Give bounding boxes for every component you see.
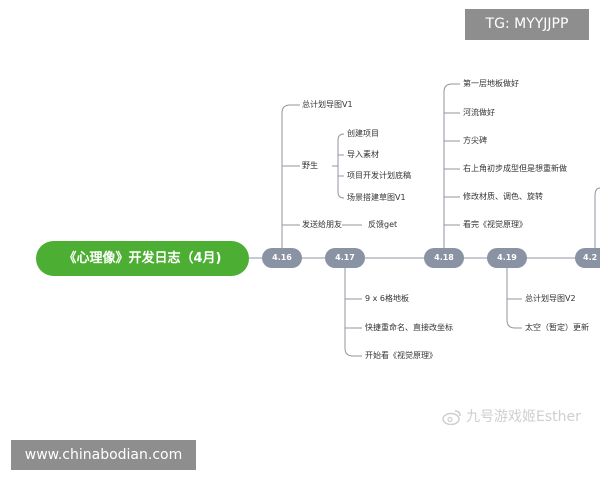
node-418-3: 右上角初步成型但是想重新做 <box>463 164 567 173</box>
watermark-telegram: TG: MYYJJPP <box>465 9 589 40</box>
node-417-0: 9 x 6格地板 <box>365 294 409 303</box>
date-node-416: 4.16 <box>262 248 302 268</box>
date-node-418: 4.18 <box>424 248 464 268</box>
node-416-child-2: 项目开发计划底稿 <box>347 171 411 180</box>
date-node-next: 4.2 <box>575 248 600 268</box>
node-418-2: 方尖碑 <box>463 136 487 145</box>
node-416-child-1: 导入素材 <box>347 150 379 159</box>
node-418-1: 河流做好 <box>463 108 495 117</box>
node-419-0: 总计划导图V2 <box>525 294 576 303</box>
date-node-417: 4.17 <box>325 248 365 268</box>
node-417-2: 开始看《视觉原理》 <box>365 351 437 360</box>
node-416-child-0: 创建项目 <box>347 129 379 138</box>
node-416-child-3: 场景搭建草图V1 <box>347 193 406 202</box>
connector-next <box>594 187 600 248</box>
node-418-0: 第一层地板做好 <box>463 79 519 88</box>
connector-yesheng-children <box>332 133 345 199</box>
weibo-icon <box>442 410 461 425</box>
node-416-fankui: 反馈get <box>368 220 398 229</box>
connector-416 <box>281 104 300 248</box>
watermark-site: www.chinabodian.com <box>11 440 196 470</box>
node-417-1: 快捷重命名、直接改坐标 <box>365 323 453 332</box>
watermark-weibo-text: 九号游戏姬Esther <box>466 409 581 425</box>
connector-418 <box>443 83 460 248</box>
node-416-fasong: 发送给朋友 <box>302 220 342 229</box>
date-node-419: 4.19 <box>487 248 527 268</box>
connector-417 <box>344 268 362 357</box>
node-418-5: 看完《视觉原理》 <box>463 220 527 229</box>
node-416-zongjihua: 总计划导图V1 <box>302 100 353 109</box>
watermark-weibo: 九号游戏姬Esther <box>442 406 581 426</box>
node-416-yesheng: 野生 <box>302 161 318 170</box>
node-419-1: 太空（暂定）更新 <box>525 323 589 332</box>
root-node: 《心理像》开发日志（4月) <box>36 241 249 276</box>
node-418-4: 修改材质、调色、旋转 <box>463 192 543 201</box>
connector-419 <box>506 268 522 329</box>
